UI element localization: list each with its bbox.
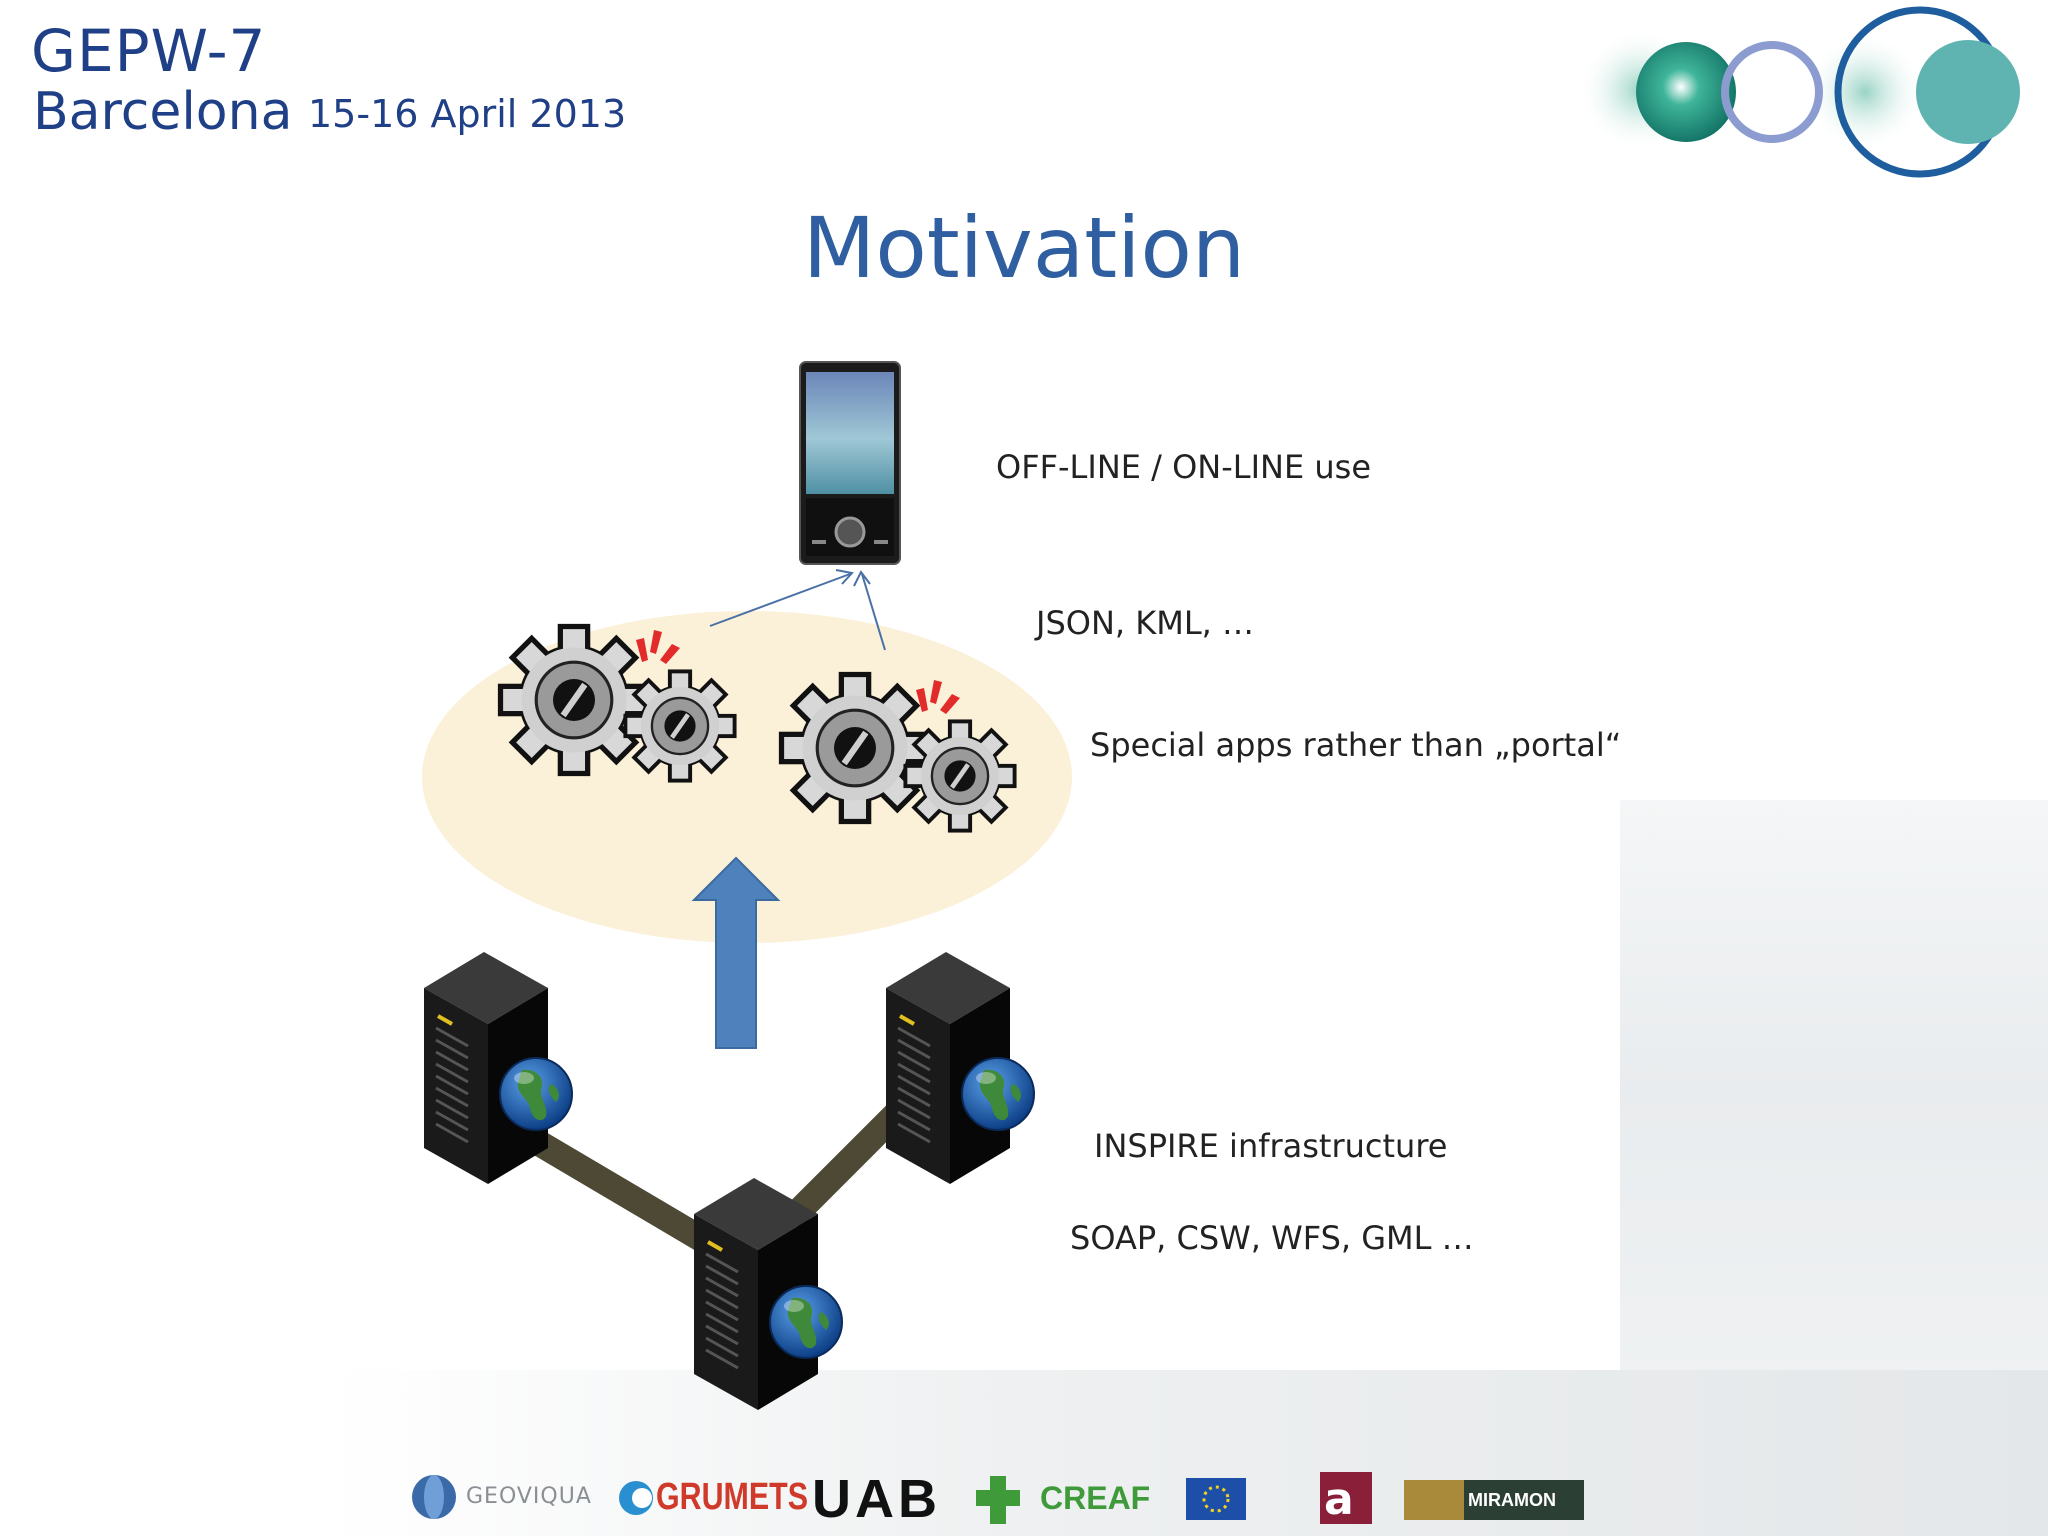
geoviqua-logo xyxy=(412,1475,456,1519)
data-flow-arrows xyxy=(709,569,886,651)
server-icon xyxy=(884,950,1035,1186)
svg-text:a: a xyxy=(1324,1474,1354,1525)
slide-title: Motivation xyxy=(802,199,1246,297)
label-formats: JSON, KML, … xyxy=(1036,604,1254,642)
conference-logo xyxy=(1578,6,2020,178)
label-offline-online: OFF-LINE / ON-LINE use xyxy=(996,448,1371,486)
label-special-apps: Special apps rather than „portal“ xyxy=(1090,726,1622,764)
label-protocols: SOAP, CSW, WFS, GML … xyxy=(1070,1219,1474,1257)
creaf-logo-text: CREAF xyxy=(1040,1480,1151,1516)
gear-icon xyxy=(501,627,737,783)
label-inspire-infrastructure: INSPIRE infrastructure xyxy=(1094,1127,1448,1165)
eu-flag-logo xyxy=(1186,1478,1246,1520)
mobile-phone-icon xyxy=(799,361,901,565)
creaf-logo xyxy=(976,1476,1020,1524)
upward-arrow xyxy=(691,856,781,1049)
grumets-logo xyxy=(619,1481,653,1515)
grumets-logo-text: GRUMETS xyxy=(656,1476,808,1518)
event-name: GEPW-7 xyxy=(31,17,267,85)
miramon-logo-text: MIRAMON xyxy=(1468,1490,1556,1510)
server-icon xyxy=(692,1176,843,1412)
miramon-logo xyxy=(1404,1480,1584,1520)
event-dates: 15-16 April 2013 xyxy=(308,92,627,136)
geoviqua-logo-text: GEOVIQUA xyxy=(466,1484,592,1509)
uab-logo-text: UAB xyxy=(812,1469,941,1529)
gear-icon xyxy=(782,675,1017,833)
event-city: Barcelona xyxy=(33,82,293,142)
agaur-logo: a xyxy=(1320,1472,1372,1525)
